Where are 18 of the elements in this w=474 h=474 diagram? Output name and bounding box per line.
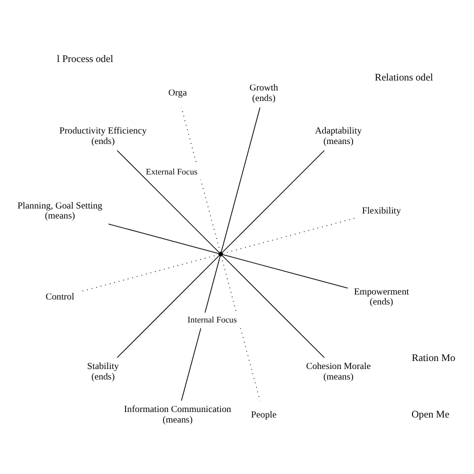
- node-text: People: [251, 410, 277, 420]
- node-text: Productivity Efficiency (ends): [59, 126, 147, 147]
- edge-label: Internal Focus: [188, 314, 237, 325]
- node-text: Information Communication (means): [124, 405, 232, 426]
- node-text: Empowerment (ends): [354, 288, 409, 308]
- node-text: Control: [46, 292, 74, 303]
- node-text: Cohesion Morale (means): [306, 362, 371, 382]
- node-text: Flexibility: [362, 206, 401, 216]
- node-text: Growth (ends): [250, 84, 278, 104]
- edge-label: External Focus: [146, 166, 198, 176]
- label: Ration Mo: [412, 353, 456, 364]
- node-text: Adaptability (means): [315, 126, 362, 147]
- node-text: Planning, Goal Setting (means): [17, 201, 102, 222]
- label: l Process odel: [56, 54, 114, 65]
- label: Open Me: [411, 409, 450, 420]
- label: Relations odel: [374, 72, 434, 84]
- node-text: Orga: [168, 88, 187, 99]
- node-text: Stability (ends): [87, 362, 119, 382]
